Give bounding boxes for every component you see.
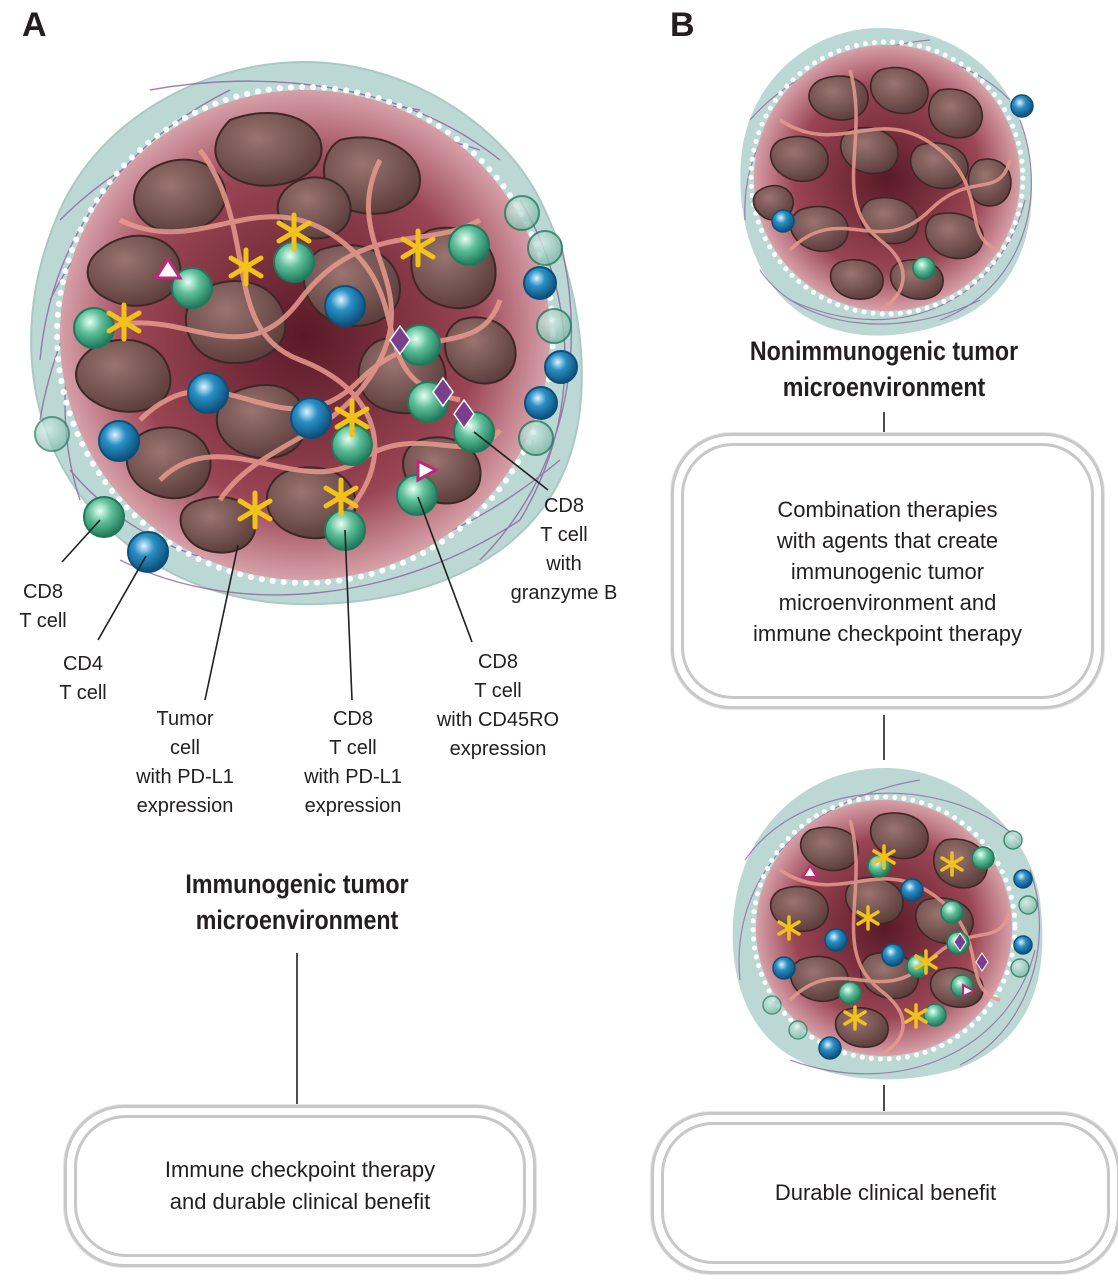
cd8-tcell-outside (1010, 958, 1030, 978)
pdl1-markers (777, 844, 964, 1031)
cd8-tcell-outside (504, 195, 540, 231)
pdl1-asterisk (400, 228, 436, 268)
cd8-tcell-outside (762, 995, 782, 1015)
pdl1-asterisk (856, 905, 880, 931)
label-cd8-tcell-granzyme: CD8 T cell with granzyme B (510, 495, 618, 604)
cd8-tcell-outside (34, 416, 70, 452)
cd45ro-triangle (962, 983, 977, 998)
granzyme-markers (389, 324, 475, 430)
cd4-tcell-outside (544, 350, 578, 384)
cd8-tcell-outside (788, 1020, 808, 1040)
panel-a-outcome-box: Immune checkpoint therapy and durable cl… (64, 1105, 536, 1267)
cd4-tcell (824, 928, 848, 952)
pdl1-asterisk (276, 212, 312, 252)
panel-b-title: Nonimmunogenic tumor microenvironment (749, 336, 1019, 402)
cd8-tcell-outside (1018, 895, 1038, 915)
converted-immunogenic-tumor-illustration (732, 768, 1043, 1080)
cd45ro-triangle (153, 256, 183, 280)
pdl1-asterisk (843, 1005, 867, 1031)
immunogenic-tumor-illustration (30, 60, 583, 606)
cd8-tcell (912, 256, 936, 280)
label-cd8-tcell-pdl1: CD8 T cell with PD-L1 expression (304, 708, 402, 817)
dotted-boundary (750, 794, 1018, 1062)
collagen-network (779, 69, 1012, 312)
panel-b-box2-text: Durable clinical benefit (774, 1180, 997, 1205)
panel-a-leader-lines (61, 431, 549, 701)
panel-a-letter: A (22, 6, 47, 44)
cd45ro-markers (801, 864, 977, 998)
pdl1-asterisk (940, 851, 964, 877)
granzyme-diamond (432, 376, 454, 408)
cd8-tcell (171, 267, 213, 309)
granzyme-markers (953, 932, 989, 972)
pdl1-asterisk (872, 844, 896, 870)
cd45ro-triangle (416, 458, 440, 483)
cd8-tcell (971, 846, 995, 870)
pdl1-asterisk (106, 302, 142, 342)
cd4-tcells (98, 266, 578, 573)
cd4-tcells (772, 869, 1033, 1060)
cd4-tcell-outside (127, 531, 169, 573)
cd4-tcell (290, 397, 332, 439)
label-cd8-tcell: CD8 T cell (19, 581, 67, 632)
label-cd4-tcell: CD4 T cell (59, 653, 107, 704)
panel-b-letter: B (670, 6, 695, 44)
panel-b-outcome-box: Durable clinical benefit (651, 1112, 1118, 1274)
cd8-tcell (448, 224, 490, 266)
cd45ro-triangle (801, 864, 819, 878)
pdl1-asterisk (228, 247, 264, 287)
cd4-tcell (1010, 94, 1034, 118)
pdl1-asterisk (777, 915, 801, 941)
panel-b-therapy-box: Combination therapies with agents that c… (671, 433, 1104, 709)
dotted-boundary (748, 39, 1026, 317)
cd45ro-markers (153, 256, 440, 483)
cd4-tcell-outside (524, 386, 558, 420)
nonimmunogenic-tumor-illustration (740, 28, 1034, 336)
cd8-tcell-outside (518, 420, 554, 456)
cd4-tcell (881, 943, 905, 967)
cd8-tcell-outside (527, 230, 563, 266)
cd8-tcell (940, 900, 964, 924)
cd4-tcell-outside (818, 1036, 842, 1060)
pdl1-asterisk (914, 949, 938, 975)
cd4-tcell (771, 209, 795, 233)
cd8-tcell (923, 1003, 947, 1027)
panel-b-box1-text: Combination therapies with agents that c… (752, 496, 1023, 646)
cd4-tcell-outside (1013, 935, 1033, 955)
cd8-tcell (838, 981, 862, 1005)
panel-a-box-text: Immune checkpoint therapy and durable cl… (164, 1157, 436, 1214)
cd8-tcell-outside (1003, 830, 1023, 850)
pdl1-asterisk (323, 477, 359, 517)
cd4-tcell-outside (1013, 869, 1033, 889)
cd4-tcell (98, 420, 140, 462)
pdl1-asterisk (334, 398, 370, 438)
granzyme-diamond (953, 932, 967, 952)
granzyme-diamond (453, 398, 475, 430)
label-cd8-tcell-cd45ro: CD8 T cell with CD45RO expression (436, 651, 560, 760)
cd4-tcell (324, 285, 366, 327)
label-tumor-cell-pdl1: Tumor cell with PD-L1 expression (136, 708, 234, 817)
cd4-tcell-outside (523, 266, 557, 300)
pdl1-asterisk (904, 1003, 928, 1029)
pdl1-markers (106, 212, 436, 530)
granzyme-diamond (975, 952, 989, 972)
cd4-tcell (900, 878, 924, 902)
cd4-tcell (187, 372, 229, 414)
cd8-tcell-outside (536, 308, 572, 344)
cd4-tcell (772, 956, 796, 980)
stroma-fibers (738, 779, 1041, 1075)
pdl1-asterisk (237, 490, 273, 530)
panel-a-title: Immunogenic tumor microenvironment (185, 869, 409, 935)
granzyme-diamond (389, 324, 411, 356)
